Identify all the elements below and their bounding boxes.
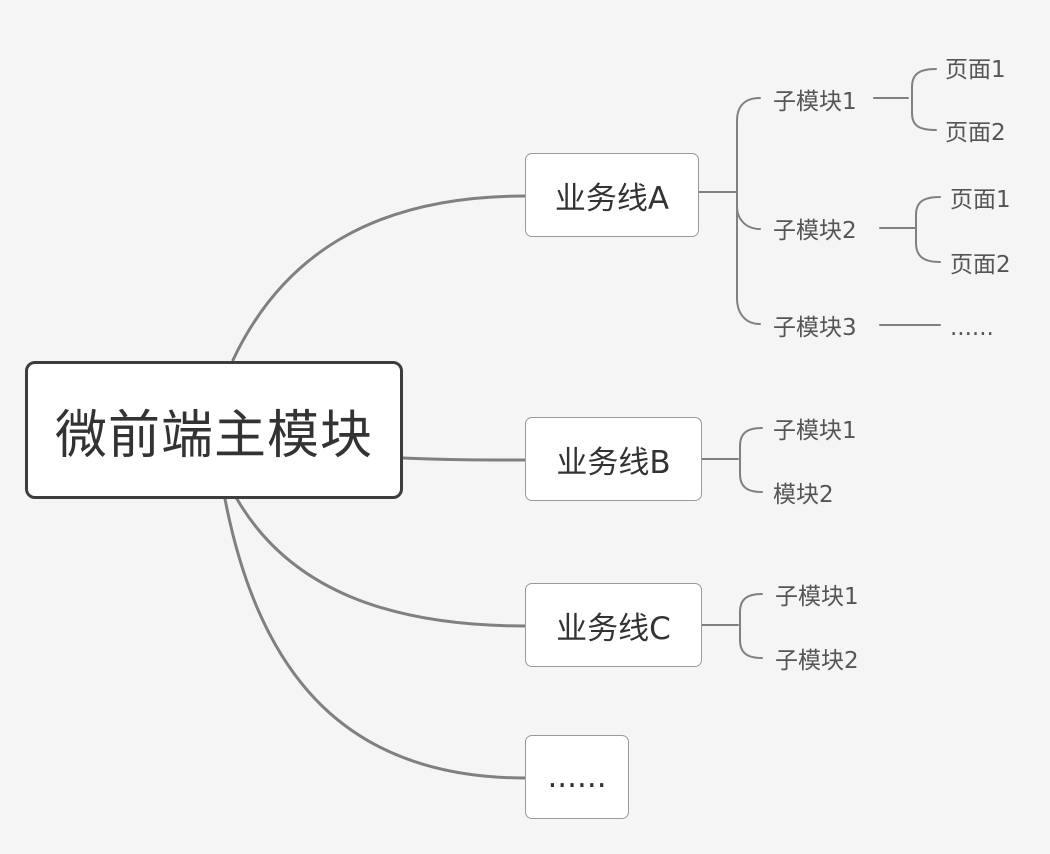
- connector-a1-bracket: [873, 68, 937, 131]
- submodule-a1[interactable]: 子模块1: [773, 89, 857, 115]
- submodule-c2[interactable]: 子模块2: [775, 648, 859, 674]
- connector-root-to-branch-more: [223, 497, 527, 780]
- page-a1-1[interactable]: 页面1: [945, 57, 1006, 83]
- branch-node-b[interactable]: 业务线B: [525, 417, 702, 501]
- connector-branch-c-bracket: [701, 593, 763, 659]
- connector-a2-bracket: [879, 196, 941, 263]
- connector-root-to-branch-b: [401, 456, 527, 462]
- branch-node-more[interactable]: ......: [525, 735, 629, 819]
- connector-branch-a-bracket: [698, 97, 761, 325]
- submodule-a3[interactable]: 子模块3: [773, 315, 857, 341]
- root-node[interactable]: 微前端主模块: [25, 361, 403, 499]
- page-a2-2[interactable]: 页面2: [950, 252, 1011, 278]
- connector-root-to-branch-a: [231, 194, 527, 362]
- page-a3-more[interactable]: ......: [950, 315, 994, 341]
- submodule-b2[interactable]: 模块2: [773, 482, 834, 508]
- branch-node-a[interactable]: 业务线A: [525, 153, 699, 237]
- page-a1-2[interactable]: 页面2: [945, 120, 1006, 146]
- submodule-a2[interactable]: 子模块2: [773, 218, 857, 244]
- submodule-b1[interactable]: 子模块1: [773, 418, 857, 444]
- branch-node-c[interactable]: 业务线C: [525, 583, 702, 667]
- connector-branch-b-bracket: [701, 427, 763, 493]
- page-a2-1[interactable]: 页面1: [950, 187, 1011, 213]
- connector-root-to-branch-c: [235, 497, 527, 628]
- submodule-c1[interactable]: 子模块1: [775, 584, 859, 610]
